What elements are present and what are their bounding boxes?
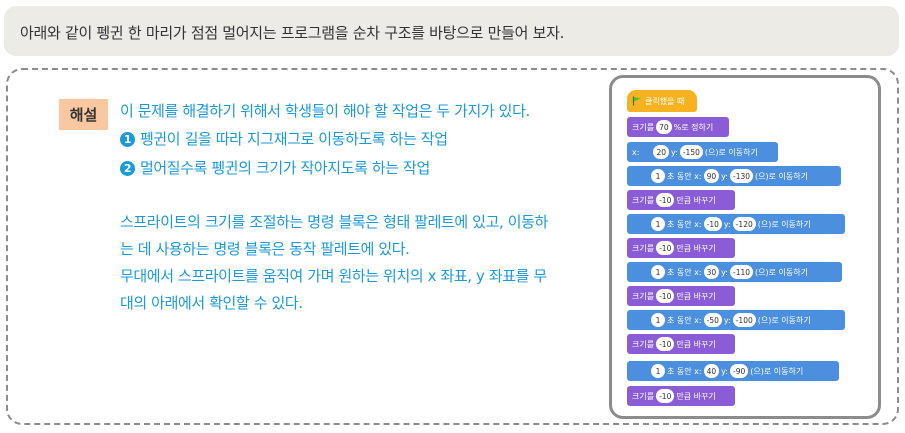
glide-2-secs-input[interactable]: 1 bbox=[651, 217, 665, 231]
change-size-2-suffix: 만큼 바꾸기 bbox=[676, 243, 716, 253]
glide-5-secs-input[interactable]: 1 bbox=[651, 364, 665, 378]
explanation-intro: 이 문제를 해결하기 위해서 학생들이 해야 할 작업은 두 가지가 있다. bbox=[120, 102, 530, 120]
paragraph-line-1: 스프라이트의 크기를 조절하는 명령 블록은 형태 팔레트에 있고, 이동하 bbox=[120, 213, 548, 231]
glide-4-suffix: (으)로 이동하기 bbox=[757, 315, 811, 325]
change-size-4-input[interactable]: -10 bbox=[656, 337, 675, 351]
glide-5-y-input[interactable]: -90 bbox=[730, 364, 749, 378]
green-flag-icon bbox=[632, 96, 641, 106]
glide-2-x-input[interactable]: -10 bbox=[703, 217, 722, 231]
goto-x-label: x: bbox=[632, 147, 640, 157]
glide-3-x-input[interactable]: 30 bbox=[703, 265, 720, 279]
glide-4-mid: 초 동안 x: bbox=[667, 315, 702, 325]
glide-5-suffix: (으)로 이동하기 bbox=[750, 366, 804, 376]
glide-3-mid: 초 동안 x: bbox=[667, 267, 702, 277]
glide-1-y-label: y: bbox=[721, 171, 729, 181]
goto-y-input[interactable]: -150 bbox=[679, 145, 703, 159]
glide-2-y-label: y: bbox=[723, 219, 731, 229]
glide-5-mid: 초 동안 x: bbox=[667, 366, 702, 376]
glide-1-suffix: (으)로 이동하기 bbox=[755, 171, 808, 181]
when-flag-clicked-block[interactable]: 클릭했을 때 bbox=[627, 90, 697, 112]
change-size-2-prefix: 크기를 bbox=[632, 243, 655, 253]
change-size-block-5[interactable]: 크기를 -10 만큼 바꾸기 bbox=[627, 386, 735, 406]
paragraph-line-2: 는 데 사용하는 명령 블록은 동작 팔레트에 있다. bbox=[120, 240, 410, 258]
glide-block-3[interactable]: 1 초 동안 x: 30 y: -110 (으)로 이동하기 bbox=[627, 262, 842, 282]
explanation-badge: 해설 bbox=[59, 99, 108, 130]
change-size-block-2[interactable]: 크기를 -10 만큼 바꾸기 bbox=[627, 238, 735, 258]
glide-2-y-input[interactable]: -120 bbox=[732, 217, 756, 231]
glide-3-y-label: y: bbox=[721, 267, 729, 277]
change-size-1-suffix: 만큼 바꾸기 bbox=[676, 195, 716, 205]
glide-1-x-input[interactable]: 90 bbox=[703, 169, 720, 183]
goto-xy-block[interactable]: x: 20 y: -150 (으)로 이동하기 bbox=[627, 142, 778, 162]
paragraph-line-4: 대의 아래에서 확인할 수 있다. bbox=[120, 294, 303, 312]
glide-3-y-input[interactable]: -110 bbox=[730, 265, 754, 279]
change-size-3-prefix: 크기를 bbox=[632, 291, 655, 301]
number-2-icon: 2 bbox=[120, 161, 135, 176]
goto-x-input[interactable]: 20 bbox=[653, 145, 669, 159]
glide-2-suffix: (으)로 이동하기 bbox=[757, 219, 811, 229]
set-size-input[interactable]: 70 bbox=[656, 120, 672, 134]
glide-4-secs-input[interactable]: 1 bbox=[651, 313, 665, 327]
glide-block-1[interactable]: 1 초 동안 x: 90 y: -130 (으)로 이동하기 bbox=[627, 166, 841, 186]
glide-block-2[interactable]: 1 초 동안 x: -10 y: -120 (으)로 이동하기 bbox=[627, 214, 845, 234]
glide-block-4[interactable]: 1 초 동안 x: -50 y: -100 (으)로 이동하기 bbox=[627, 310, 845, 330]
set-size-prefix: 크기를 bbox=[632, 122, 655, 132]
change-size-1-prefix: 크기를 bbox=[632, 195, 655, 205]
change-size-5-input[interactable]: -10 bbox=[656, 389, 675, 403]
number-1-icon: 1 bbox=[120, 132, 135, 147]
change-size-4-suffix: 만큼 바꾸기 bbox=[676, 339, 716, 349]
glide-4-y-input[interactable]: -100 bbox=[732, 313, 756, 327]
glide-4-x-input[interactable]: -50 bbox=[703, 313, 722, 327]
goto-y-label: y: bbox=[670, 147, 678, 157]
change-size-3-input[interactable]: -10 bbox=[656, 289, 675, 303]
glide-1-mid: 초 동안 x: bbox=[667, 171, 702, 181]
glide-2-mid: 초 동안 x: bbox=[667, 219, 702, 229]
change-size-block-3[interactable]: 크기를 -10 만큼 바꾸기 bbox=[627, 286, 735, 306]
change-size-5-suffix: 만큼 바꾸기 bbox=[676, 391, 716, 401]
task-text-2: 멀어질수록 펭귄의 크기가 작아지도록 하는 작업 bbox=[140, 159, 430, 177]
goto-suffix: (으)로 이동하기 bbox=[704, 147, 758, 157]
problem-text: 아래와 같이 펭귄 한 마리가 점점 멀어지는 프로그램을 순차 구조를 바탕으… bbox=[20, 24, 565, 42]
change-size-3-suffix: 만큼 바꾸기 bbox=[676, 291, 716, 301]
change-size-2-input[interactable]: -10 bbox=[656, 241, 675, 255]
glide-4-y-label: y: bbox=[723, 315, 731, 325]
problem-header: 아래와 같이 펭귄 한 마리가 점점 멀어지는 프로그램을 순차 구조를 바탕으… bbox=[4, 6, 899, 56]
glide-3-suffix: (으)로 이동하기 bbox=[755, 267, 808, 277]
glide-block-5[interactable]: 1 초 동안 x: 40 y: -90 (으)로 이동하기 bbox=[627, 361, 839, 381]
change-size-5-prefix: 크기를 bbox=[632, 391, 655, 401]
change-size-4-prefix: 크기를 bbox=[632, 339, 655, 349]
paragraph-line-3: 무대에서 스프라이트를 움직여 가며 원하는 위치의 x 좌표, y 좌표를 무 bbox=[120, 267, 547, 285]
task-text-1: 펭귄이 길을 따라 지그재그로 이동하도록 하는 작업 bbox=[140, 130, 448, 148]
glide-1-secs-input[interactable]: 1 bbox=[651, 169, 665, 183]
explanation-panel bbox=[6, 68, 899, 425]
hat-label: 클릭했을 때 bbox=[645, 96, 685, 106]
set-size-suffix: %로 정하기 bbox=[673, 122, 714, 132]
task-item-1: 1 펭귄이 길을 따라 지그재그로 이동하도록 하는 작업 bbox=[120, 128, 448, 149]
glide-3-secs-input[interactable]: 1 bbox=[651, 265, 665, 279]
change-size-block-1[interactable]: 크기를 -10 만큼 바꾸기 bbox=[627, 190, 735, 210]
set-size-block[interactable]: 크기를 70 %로 정하기 bbox=[627, 117, 729, 137]
glide-5-x-input[interactable]: 40 bbox=[703, 364, 720, 378]
glide-5-y-label: y: bbox=[721, 366, 729, 376]
glide-1-y-input[interactable]: -130 bbox=[730, 169, 754, 183]
change-size-1-input[interactable]: -10 bbox=[656, 193, 675, 207]
task-item-2: 2 멀어질수록 펭귄의 크기가 작아지도록 하는 작업 bbox=[120, 157, 430, 178]
change-size-block-4[interactable]: 크기를 -10 만큼 바꾸기 bbox=[627, 334, 735, 354]
